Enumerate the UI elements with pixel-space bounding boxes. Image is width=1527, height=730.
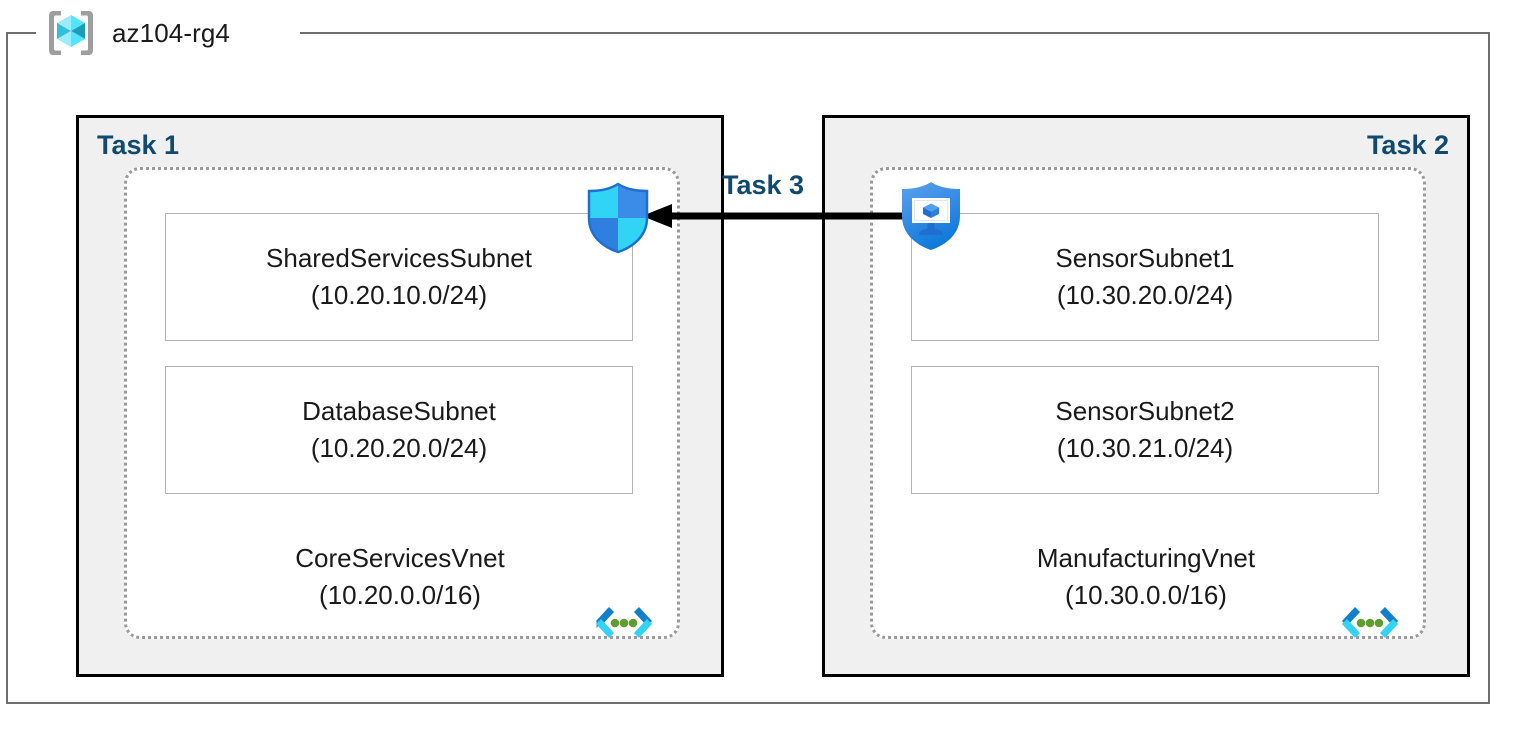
- subnet-databasesubnet: DatabaseSubnet (10.20.20.0/24): [165, 366, 633, 494]
- vnet-name: CoreServicesVnet: [295, 543, 505, 573]
- subnet-cidr: (10.20.20.0/24): [310, 433, 488, 463]
- task-2-label: Task 2: [1366, 130, 1449, 160]
- subnet-cidr: (10.30.20.0/24): [1056, 280, 1234, 310]
- vnet-brackets-icon: [596, 607, 652, 638]
- subnet-name: SharedServicesSubnet: [266, 243, 532, 274]
- network-watcher-shield-icon: [902, 182, 960, 250]
- vnet-brackets-icon: [1342, 607, 1398, 638]
- subnet-name: SensorSubnet1: [1055, 243, 1235, 274]
- task-3-label: Task 3: [722, 170, 805, 200]
- network-security-group-shield-icon: [587, 182, 649, 254]
- resource-group-header: az104-rg4: [44, 8, 230, 58]
- resource-group-name: az104-rg4: [112, 17, 230, 48]
- subnet-sharedservicessubnet: SharedServicesSubnet (10.20.10.0/24): [165, 213, 633, 341]
- subnet-cidr: (10.30.21.0/24): [1056, 433, 1234, 463]
- vnet-name: ManufacturingVnet: [1036, 543, 1256, 573]
- task-1-label: Task 1: [97, 130, 180, 160]
- coreservicesvnet-caption: CoreServicesVnet (10.20.0.0/16): [170, 540, 630, 614]
- resource-group-cube-icon: [49, 11, 93, 55]
- subnet-sensorsubnet2: SensorSubnet2 (10.30.21.0/24): [911, 366, 1379, 494]
- peering-arrow-left-icon: [642, 204, 908, 228]
- manufacturingvnet-caption: ManufacturingVnet (10.30.0.0/16): [916, 540, 1376, 614]
- subnet-cidr: (10.20.10.0/24): [310, 280, 488, 310]
- vnet-cidr: (10.20.0.0/16): [319, 579, 481, 610]
- subnet-sensorsubnet1: SensorSubnet1 (10.30.20.0/24): [911, 213, 1379, 341]
- resource-group-frame-top-left: [6, 32, 36, 34]
- subnet-name: SensorSubnet2: [1055, 396, 1235, 427]
- subnet-name: DatabaseSubnet: [302, 396, 496, 427]
- vnet-cidr: (10.30.0.0/16): [1065, 579, 1227, 610]
- resource-group-frame-top-right: [300, 32, 1490, 34]
- resource-group-frame: [6, 32, 1490, 704]
